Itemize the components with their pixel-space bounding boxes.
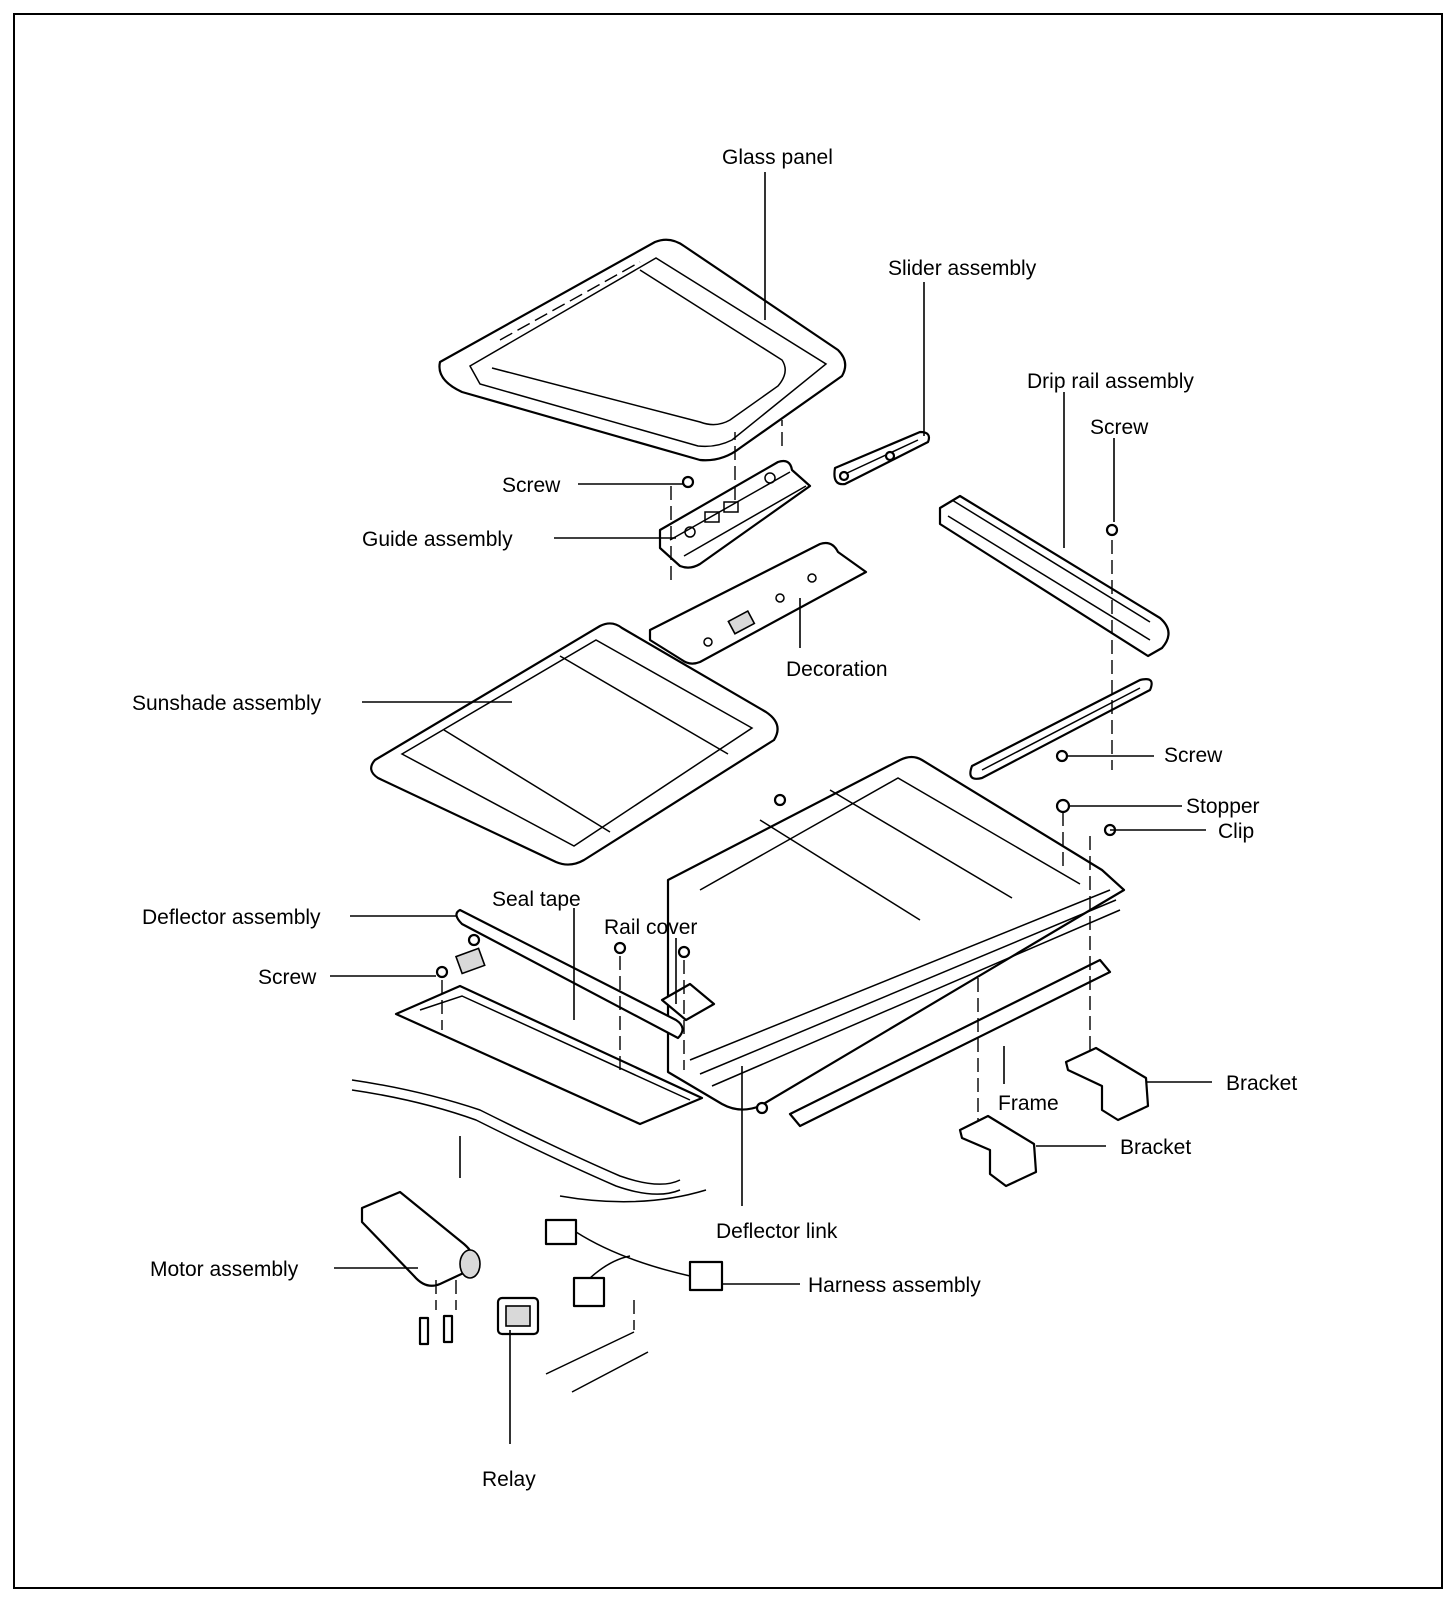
label-screw-guide: Screw xyxy=(502,474,561,497)
label-stopper: Stopper xyxy=(1186,795,1260,818)
guide-assembly-part xyxy=(658,459,812,569)
label-seal-tape: Seal tape xyxy=(492,888,581,911)
label-screw-right: Screw xyxy=(1164,744,1223,767)
label-slider-assembly: Slider assembly xyxy=(888,257,1037,280)
frame-part xyxy=(666,755,1126,1128)
label-bracket-lower: Bracket xyxy=(1120,1136,1191,1159)
label-relay: Relay xyxy=(482,1468,536,1491)
bracket-lower-part xyxy=(958,1114,1038,1188)
label-rail-cover: Rail cover xyxy=(604,916,697,939)
label-sunshade-assembly: Sunshade assembly xyxy=(132,692,322,715)
label-deflector-link: Deflector link xyxy=(716,1220,838,1243)
diagram-border xyxy=(13,13,1443,1589)
label-guide-assembly: Guide assembly xyxy=(362,528,513,551)
label-clip: Clip xyxy=(1218,820,1254,843)
label-drip-rail-assembly: Drip rail assembly xyxy=(1027,370,1194,393)
slider-rail-part xyxy=(969,678,1153,780)
label-deflector-assembly: Deflector assembly xyxy=(142,906,321,929)
deflector-assembly-part xyxy=(454,908,684,1040)
label-glass-panel: Glass panel xyxy=(722,146,833,169)
rail-cover-part xyxy=(660,982,716,1022)
glass-panel-part xyxy=(438,238,847,462)
alignment-lines xyxy=(435,420,1113,1330)
label-frame: Frame xyxy=(998,1092,1059,1115)
drip-rail-assembly-part xyxy=(938,494,1170,658)
bracket-upper-part xyxy=(1064,1046,1150,1122)
label-screw-top-right: Screw xyxy=(1090,416,1149,439)
harness-assembly-part xyxy=(544,1218,724,1393)
label-bracket-upper: Bracket xyxy=(1226,1072,1297,1095)
drive-cables-part xyxy=(351,1079,707,1203)
slider-assembly-part xyxy=(833,430,931,486)
label-harness-assembly: Harness assembly xyxy=(808,1274,981,1297)
leader-lines xyxy=(330,172,1212,1444)
label-screw-left: Screw xyxy=(258,966,317,989)
relay-part xyxy=(496,1296,540,1336)
decoration-part xyxy=(648,541,868,665)
label-decoration: Decoration xyxy=(786,658,888,681)
sunshade-assembly-part xyxy=(370,622,779,866)
label-motor-assembly: Motor assembly xyxy=(150,1258,299,1281)
housing-left-part xyxy=(394,984,704,1126)
motor-assembly-part xyxy=(360,1190,481,1346)
